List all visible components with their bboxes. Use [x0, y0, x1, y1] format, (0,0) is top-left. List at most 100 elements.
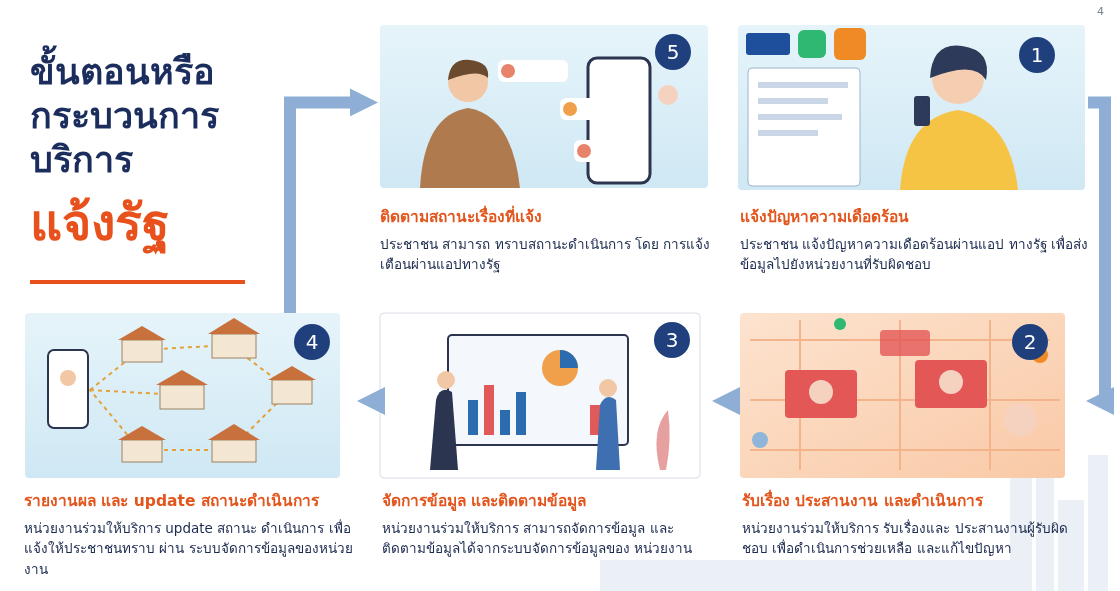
chat-panel — [880, 330, 930, 356]
step-number: 1 — [1019, 37, 1055, 73]
building-wall — [160, 385, 204, 409]
step-description: ประชาชน แจ้งปัญหาความเดือดร้อนผ่านแอป ทา… — [740, 234, 1088, 275]
chat-panel — [785, 370, 857, 418]
step-heading: รายงานผล และ update สถานะดำเนินการ — [24, 491, 357, 511]
callout-number: 3 — [666, 330, 679, 350]
step-card: แจ้งปัญหาความเดือดร้อนประชาชน แจ้งปัญหาค… — [738, 25, 1088, 283]
app-screenshot-line — [758, 130, 818, 136]
map-pin — [752, 432, 768, 448]
roof — [208, 424, 260, 440]
building-wall — [212, 440, 256, 462]
step-description: ประชาชน สามารถ ทราบสถานะดำเนินการ โดย กา… — [380, 234, 713, 275]
step-heading: รับเรื่อง ประสานงาน และดำเนินการ — [742, 491, 1088, 511]
person-head — [939, 370, 963, 394]
roof — [156, 370, 208, 385]
person-head — [437, 371, 455, 389]
step-description: หน่วยงานร่วมให้บริการ สามารถจัดการข้อมูล… — [382, 518, 712, 559]
step-card: รับเรื่อง ประสานงาน และดำเนินการหน่วยงาน… — [740, 313, 1088, 588]
bar — [484, 385, 494, 435]
avatar — [577, 144, 591, 158]
building-wall — [212, 334, 256, 358]
logo-badge — [834, 318, 846, 330]
app-screenshot-line — [758, 114, 842, 120]
step-number: 4 — [294, 324, 330, 360]
map-line — [750, 320, 1060, 470]
step-number: 5 — [655, 34, 691, 70]
callout-number: 1 — [1031, 45, 1044, 65]
step-heading: ติดตามสถานะเรื่องที่แจ้ง — [380, 207, 713, 227]
building-wall — [122, 340, 162, 362]
roof — [268, 366, 316, 380]
title-underline — [30, 280, 245, 284]
person-body — [420, 108, 520, 188]
phone — [48, 350, 88, 428]
step-card: ติดตามสถานะเรื่องที่แจ้งประชาชน สามารถ ท… — [378, 25, 713, 283]
avatar — [563, 102, 577, 116]
app-screenshot — [748, 68, 860, 186]
plant — [656, 410, 669, 470]
bar — [500, 410, 510, 435]
person-hair — [448, 60, 488, 80]
person — [430, 390, 458, 470]
flow-arrow — [375, 395, 380, 407]
roof — [118, 326, 166, 340]
phone — [588, 58, 650, 183]
chat-panel — [915, 360, 987, 408]
roof — [118, 426, 166, 440]
chat-bubble — [560, 98, 640, 120]
skyline-building — [1058, 500, 1084, 591]
person-hair — [930, 46, 987, 80]
bar — [468, 400, 478, 435]
page-number: 4 — [1097, 5, 1104, 18]
step-card: รายงานผล และ update สถานะดำเนินการหน่วยง… — [22, 313, 357, 588]
skyline-building — [600, 560, 1020, 591]
illustration-step2 — [740, 313, 1065, 478]
flow-arrow — [290, 102, 360, 313]
avatar — [658, 85, 678, 105]
bar — [516, 392, 526, 435]
step-heading: แจ้งปัญหาความเดือดร้อน — [740, 207, 1088, 227]
title-highlight: แจ้งรัฐ — [30, 196, 170, 251]
step-card: จัดการข้อมูล และติดตามข้อมูลหน่วยงานร่วม… — [380, 313, 712, 588]
chat-bubble — [574, 140, 644, 162]
building-roof — [118, 318, 316, 440]
dga-logo — [746, 33, 790, 55]
step-heading: จัดการข้อมูล และติดตามข้อมูล — [382, 491, 712, 511]
app-logo — [798, 30, 826, 58]
page-title: ขั้นตอนหรือ กระบวนการ บริการ — [30, 50, 280, 182]
pie-slice — [560, 350, 578, 368]
image-panel — [738, 25, 1085, 190]
person-head — [599, 379, 617, 397]
callout-number: 2 — [1024, 332, 1037, 352]
flow-arrow — [1088, 102, 1105, 401]
pie-chart — [542, 350, 578, 386]
app-screenshot-line — [758, 82, 848, 88]
person — [596, 397, 620, 470]
skyline-building — [1088, 455, 1108, 591]
callout-number: 5 — [667, 42, 680, 62]
roof — [208, 318, 260, 334]
flow-arrow — [730, 395, 740, 407]
person-head — [1004, 404, 1036, 436]
step-description: หน่วยงานร่วมให้บริการ รับเรื่องและ ประสา… — [742, 518, 1088, 559]
phone — [914, 96, 930, 126]
chat-bubble — [498, 60, 568, 82]
image-panel — [740, 313, 1065, 478]
step-number: 3 — [654, 322, 690, 358]
step-description: หน่วยงานร่วมให้บริการ update สถานะ ดำเนิ… — [24, 518, 357, 579]
image-panel — [25, 313, 340, 478]
image-panel — [380, 25, 708, 188]
illustration-step1 — [738, 25, 1085, 190]
building-wall — [122, 440, 162, 462]
avatar — [501, 64, 515, 78]
illustration-step3 — [380, 313, 700, 478]
app-logo — [834, 28, 866, 60]
illustration-step4 — [25, 313, 340, 478]
person-head — [60, 370, 76, 386]
step-number: 2 — [1012, 324, 1048, 360]
callout-number: 4 — [306, 332, 319, 352]
building — [122, 334, 312, 462]
illustration-step5 — [380, 25, 708, 188]
network-link — [90, 345, 290, 450]
